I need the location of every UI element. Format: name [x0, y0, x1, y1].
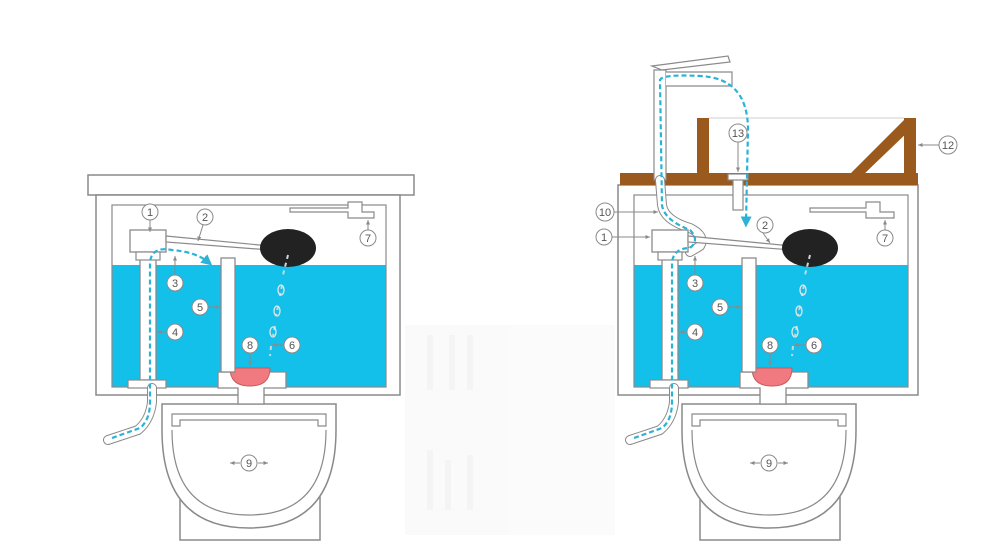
- callout-9: 9: [230, 454, 268, 472]
- fill-valve-riser: [661, 257, 679, 381]
- flush-lever: [809, 201, 895, 219]
- flapper-chain: [269, 254, 289, 357]
- callout-label: 12: [942, 140, 954, 152]
- callout-label: 13: [732, 128, 744, 140]
- bowl-rim: [171, 413, 327, 427]
- callout-label: 2: [762, 220, 768, 232]
- flush-lever: [289, 201, 375, 219]
- sink-drain-flange: [727, 173, 749, 181]
- faint-watermark: [405, 325, 615, 535]
- callout-10: 10: [595, 202, 658, 222]
- callout-12: 12: [918, 135, 958, 155]
- faucet-handle: [649, 55, 731, 71]
- tank-water: [112, 265, 386, 387]
- callout-7: 7: [876, 220, 894, 247]
- callout-1: 1: [595, 228, 650, 246]
- sink-drain-tube: [732, 177, 744, 211]
- float-ball: [260, 229, 316, 267]
- callout-label: 9: [766, 458, 772, 470]
- callout-label: 4: [172, 327, 178, 339]
- overflow-tube: [220, 257, 236, 373]
- float-ball: [782, 229, 838, 267]
- callout-9: 9: [750, 454, 788, 472]
- callout-4: 4: [157, 323, 184, 341]
- wooden-sink-frame: [620, 117, 918, 185]
- callout-label: 9: [246, 458, 252, 470]
- callout-label: 6: [289, 340, 295, 352]
- callout-label: 10: [599, 207, 611, 219]
- fill-valve-nut: [649, 379, 689, 389]
- faucet-spout: [666, 71, 733, 87]
- fill-valve-nut: [127, 379, 167, 389]
- callout-3: 3: [686, 256, 704, 292]
- bowl-inner: [691, 429, 847, 516]
- callout-label: 5: [717, 302, 723, 314]
- fill-valve-body: [657, 251, 683, 261]
- callout-8: 8: [761, 336, 779, 366]
- callout-13: 13: [728, 123, 748, 172]
- callout-label: 3: [172, 278, 178, 290]
- right-toilet-diagram: 1 2 3 4 5 6 7: [595, 55, 958, 541]
- left-toilet-diagram: 1 2 3 4 5 6 7: [87, 174, 415, 541]
- flapper-chain: [791, 254, 811, 357]
- callout-4: 4: [679, 323, 704, 341]
- tank-lid: [87, 174, 415, 196]
- callout-label: 5: [197, 302, 203, 314]
- callout-label: 3: [692, 278, 698, 290]
- callout-2: 2: [756, 216, 774, 244]
- frame-beam: [620, 173, 918, 185]
- callout-label: 7: [365, 233, 371, 245]
- fill-valve-body: [135, 251, 161, 261]
- callout-label: 7: [882, 233, 888, 245]
- water-flow-arrow: [633, 74, 752, 440]
- callout-6: 6: [272, 336, 301, 354]
- callout-7: 7: [359, 220, 377, 247]
- flapper: [229, 367, 271, 387]
- callout-label: 2: [202, 212, 208, 224]
- bowl-rim: [691, 413, 847, 427]
- frame-brace: [850, 120, 912, 176]
- callout-label: 8: [247, 340, 253, 352]
- fill-valve-riser: [139, 257, 157, 381]
- callout-label: 1: [147, 207, 153, 219]
- callout-label: 4: [692, 327, 698, 339]
- callout-3: 3: [166, 256, 184, 292]
- callout-label: 6: [811, 340, 817, 352]
- callout-2: 2: [196, 208, 214, 242]
- callout-5: 5: [711, 298, 741, 316]
- callout-label: 8: [767, 340, 773, 352]
- water-flow-arrow: [111, 248, 213, 440]
- flapper: [751, 367, 793, 387]
- callout-label: 1: [601, 232, 607, 244]
- frame-post-left: [697, 118, 709, 174]
- callout-5: 5: [191, 298, 220, 316]
- callout-6: 6: [794, 336, 823, 354]
- tank-water: [634, 265, 908, 387]
- bowl-inner: [171, 429, 327, 516]
- callout-8: 8: [241, 336, 259, 366]
- overflow-tube: [741, 257, 757, 373]
- callout-1: 1: [141, 203, 159, 232]
